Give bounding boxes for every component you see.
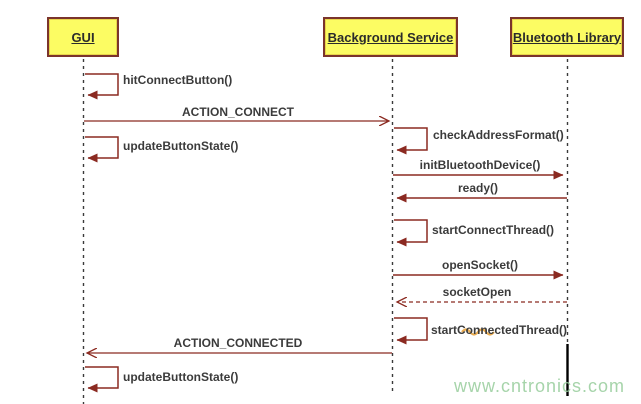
message-label-socket-open: socketOpen [442,285,512,299]
message-label-check-address-format: checkAddressFormat() [433,128,564,142]
message-label-action-connect: ACTION_CONNECT [181,105,294,119]
self-arrow-start-connect-thread [394,219,428,247]
message-label-update-button-state-2: updateButtonState() [123,370,239,384]
actor-label-bluetooth-library: Bluetooth Library [512,29,622,45]
watermark-text: www.cntronics.com [454,376,626,396]
actor-label-gui: GUI [71,29,95,45]
message-label-init-bluetooth-device: initBluetoothDevice() [419,158,541,172]
actor-box-gui: GUI [47,17,119,57]
message-label-start-connected-thread: startConnectedThread() [431,323,568,337]
artifact-orange-squiggle [461,328,495,336]
actor-box-bluetooth-library: Bluetooth Library [510,17,624,57]
message-label-open-socket: openSocket() [441,258,518,272]
actor-label-background-service: Background Service [327,29,454,45]
self-arrow-start-connected-thread [394,317,428,345]
message-label-hit-connect-button: hitConnectButton() [123,73,233,87]
message-label-action-connected: ACTION_CONNECTED [173,336,303,350]
message-label-update-button-state-1: updateButtonState() [123,139,239,153]
message-label-start-connect-thread: startConnectThread() [432,223,555,237]
self-arrow-hit-connect-button [85,73,119,100]
self-arrow-update-button-state-2 [85,366,119,393]
actor-box-background-service: Background Service [323,17,458,57]
self-arrow-update-button-state-1 [85,136,119,163]
self-arrow-check-address-format [394,127,428,155]
message-label-ready: ready() [457,181,498,195]
